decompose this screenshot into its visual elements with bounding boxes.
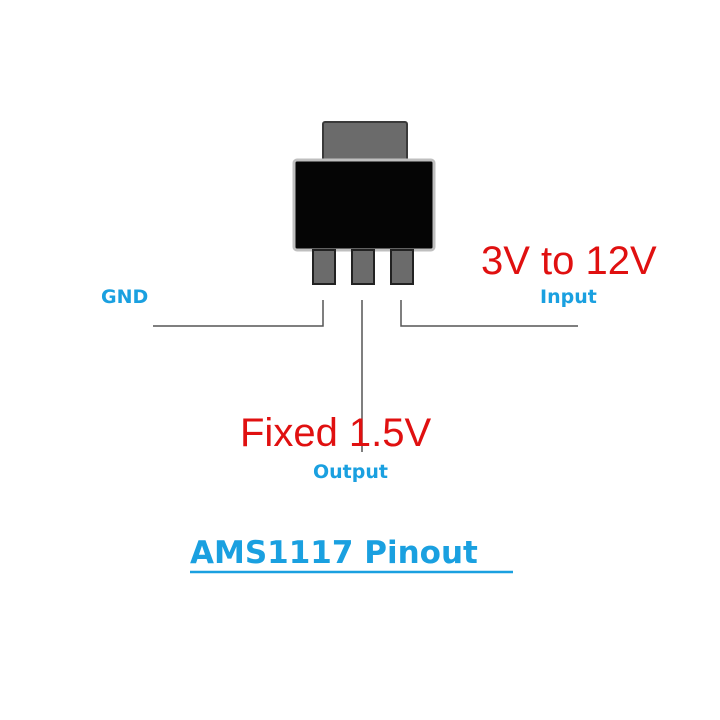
diagram-title: AMS1117 Pinout bbox=[190, 535, 478, 571]
gnd-label: GND bbox=[101, 286, 148, 308]
pin-output bbox=[351, 249, 375, 285]
lead-wires bbox=[153, 300, 578, 452]
gnd-wire bbox=[153, 300, 324, 327]
package-body bbox=[292, 158, 436, 252]
output-voltage-label: Fixed 1.5V bbox=[240, 411, 432, 455]
output-label: Output bbox=[313, 461, 388, 483]
input-voltage-label: 3V to 12V bbox=[481, 239, 657, 283]
pin-input bbox=[390, 249, 414, 285]
pin-gnd bbox=[312, 249, 336, 285]
ams1117-package bbox=[292, 121, 436, 285]
heat-tab bbox=[322, 121, 408, 165]
input-label: Input bbox=[540, 286, 597, 308]
input-wire bbox=[400, 300, 578, 327]
